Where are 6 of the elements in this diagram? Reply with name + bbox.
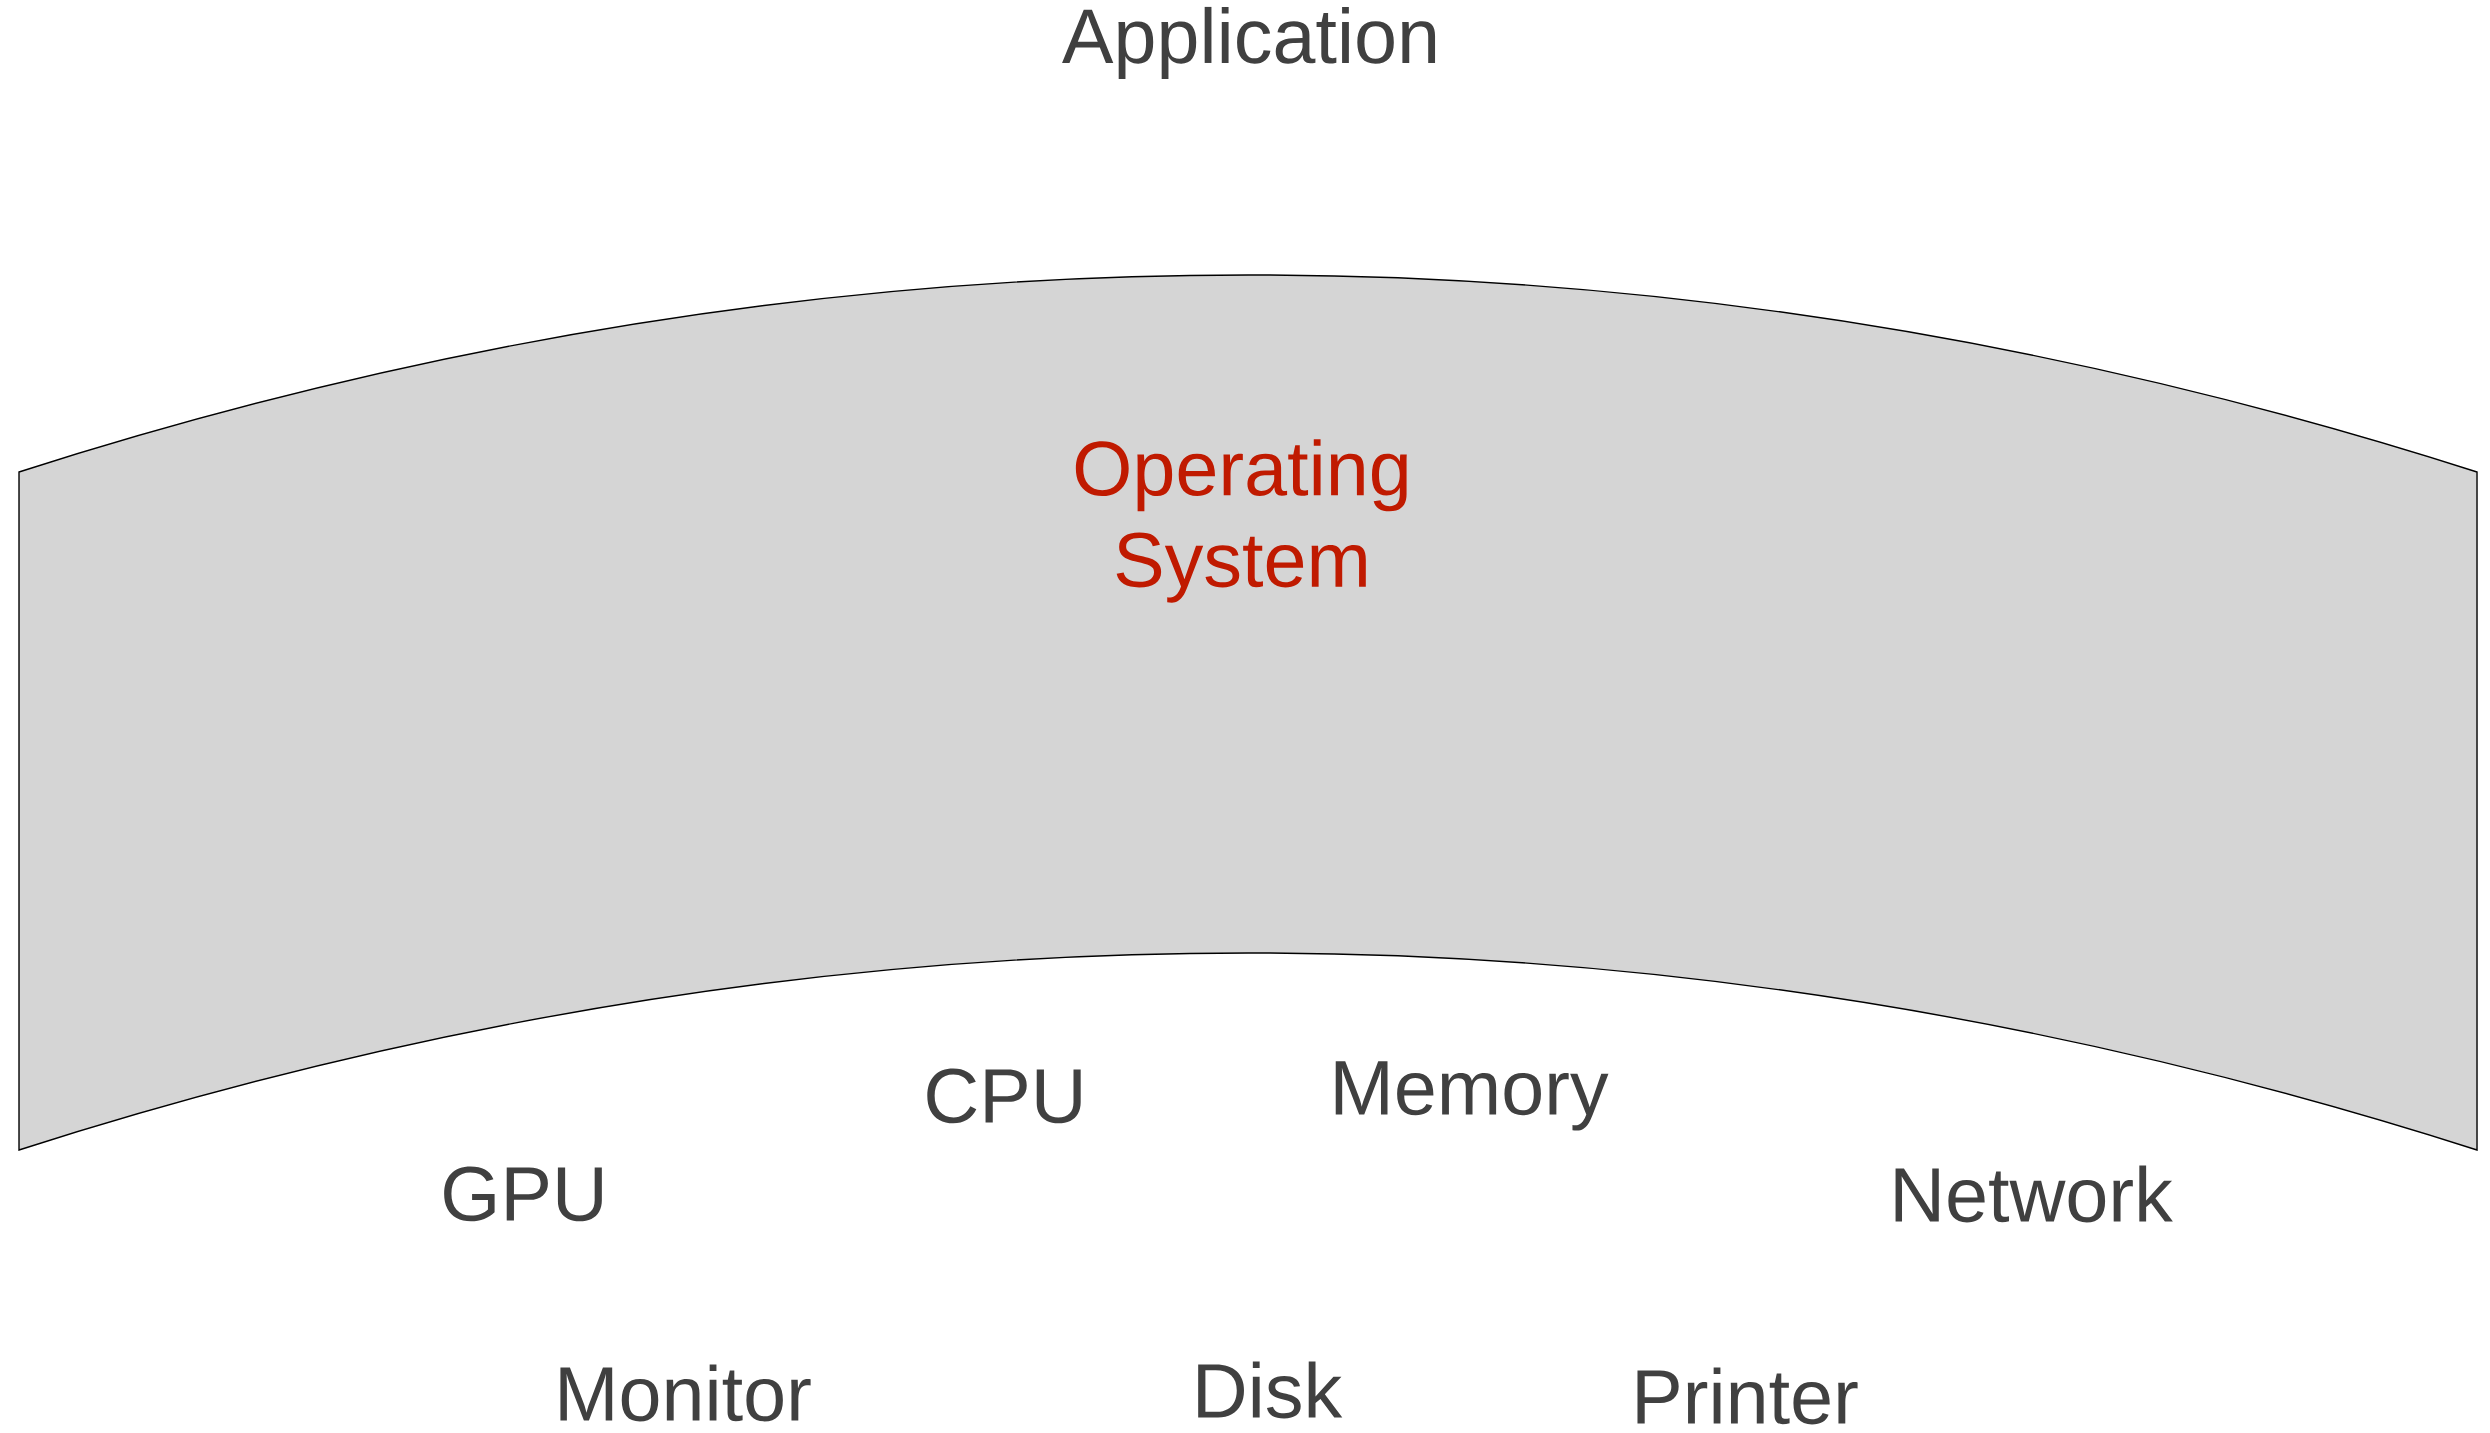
text-label: CPU xyxy=(927,1068,1081,1124)
text-label: Memory xyxy=(1335,1061,1609,1131)
text-label: Application xyxy=(1062,6,1436,79)
text-label: Printer xyxy=(1637,1367,1858,1425)
text-label: Disk xyxy=(1198,1361,1343,1419)
text-label: Monitor xyxy=(560,1364,811,1422)
